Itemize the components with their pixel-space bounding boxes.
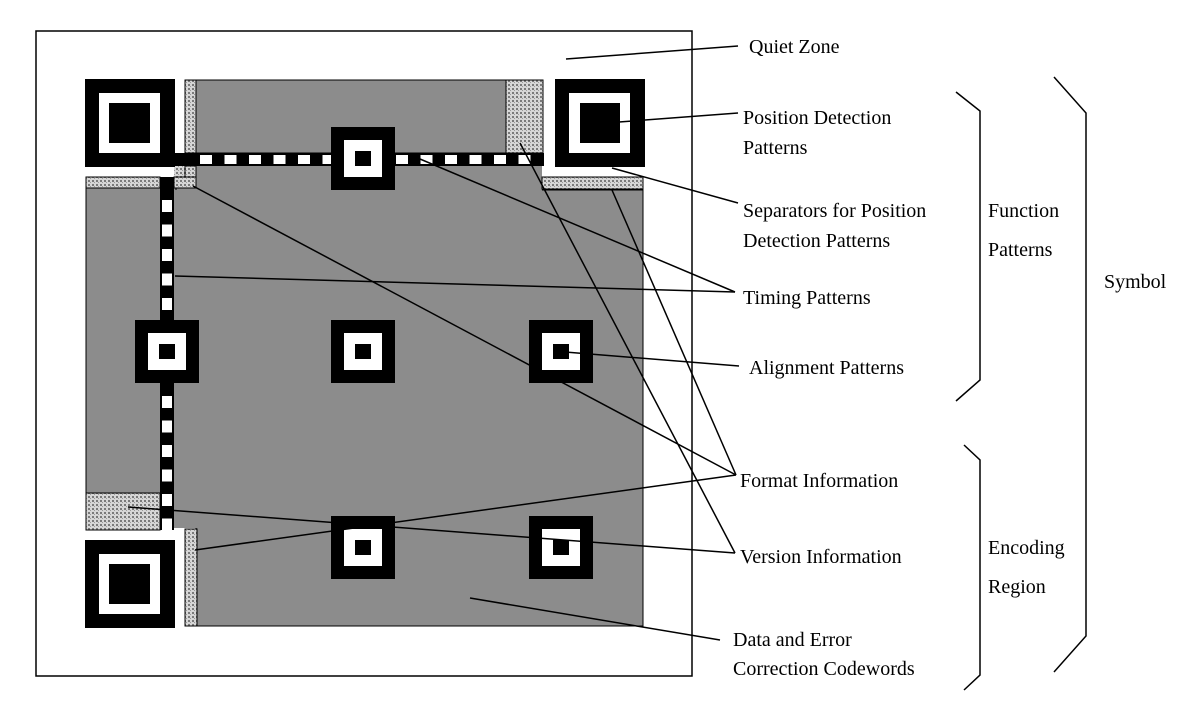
timing-module [396, 155, 408, 164]
timing-module [469, 155, 482, 164]
timing-module [162, 298, 172, 310]
alignment-pattern [331, 320, 395, 383]
timing-module [162, 469, 172, 482]
group-encoding-region-2: Region [988, 576, 1046, 598]
timing-module [162, 494, 172, 506]
label-version: Version Information [740, 546, 902, 568]
timing-module [162, 273, 172, 286]
hatched-areas [85, 79, 644, 627]
timing-module [224, 155, 237, 164]
timing-module [162, 445, 172, 457]
brace-function-patterns [955, 91, 981, 402]
leader-lines [127, 45, 740, 641]
label-position-detection-2: Patterns [743, 137, 808, 159]
position-detection-top-left [85, 79, 175, 167]
timing-module [162, 518, 172, 531]
timing-module [162, 200, 172, 212]
label-data-codewords-1: Data and Error [733, 629, 852, 651]
position-detection-top-right [555, 79, 645, 167]
timing-module [298, 155, 310, 164]
label-alignment: Alignment Patterns [749, 357, 904, 379]
alignment-pattern [529, 320, 593, 383]
timing-module [273, 155, 286, 164]
alignment-pattern [529, 516, 593, 579]
timing-module [162, 420, 172, 433]
timing-module [445, 155, 457, 164]
label-data-codewords-2: Correction Codewords [733, 658, 915, 680]
group-function-patterns-2: Patterns [988, 239, 1053, 261]
brace-encoding-region [963, 444, 981, 691]
timing-module [162, 249, 172, 261]
timing-module [249, 155, 261, 164]
label-separators-1: Separators for Position [743, 200, 926, 222]
timing-module [162, 396, 172, 408]
brace-symbol [1053, 76, 1087, 673]
group-symbol: Symbol [1104, 271, 1167, 293]
group-encoding-region-1: Encoding [988, 537, 1065, 559]
alignment-pattern [331, 127, 395, 190]
label-position-detection-1: Position Detection [743, 107, 891, 129]
position-detection-bottom-left [85, 540, 175, 628]
timing-module [162, 224, 172, 237]
group-function-patterns-1: Function [988, 200, 1059, 222]
timing-module [322, 155, 335, 164]
label-separators-2: Detection Patterns [743, 230, 890, 252]
label-quiet-zone: Quiet Zone [749, 36, 840, 58]
timing-module [420, 155, 433, 164]
label-timing: Timing Patterns [743, 287, 871, 309]
timing-module [494, 155, 506, 164]
timing-module [200, 155, 212, 164]
alignment-pattern [135, 320, 199, 383]
timing-module [518, 155, 531, 164]
label-format: Format Information [740, 470, 898, 492]
